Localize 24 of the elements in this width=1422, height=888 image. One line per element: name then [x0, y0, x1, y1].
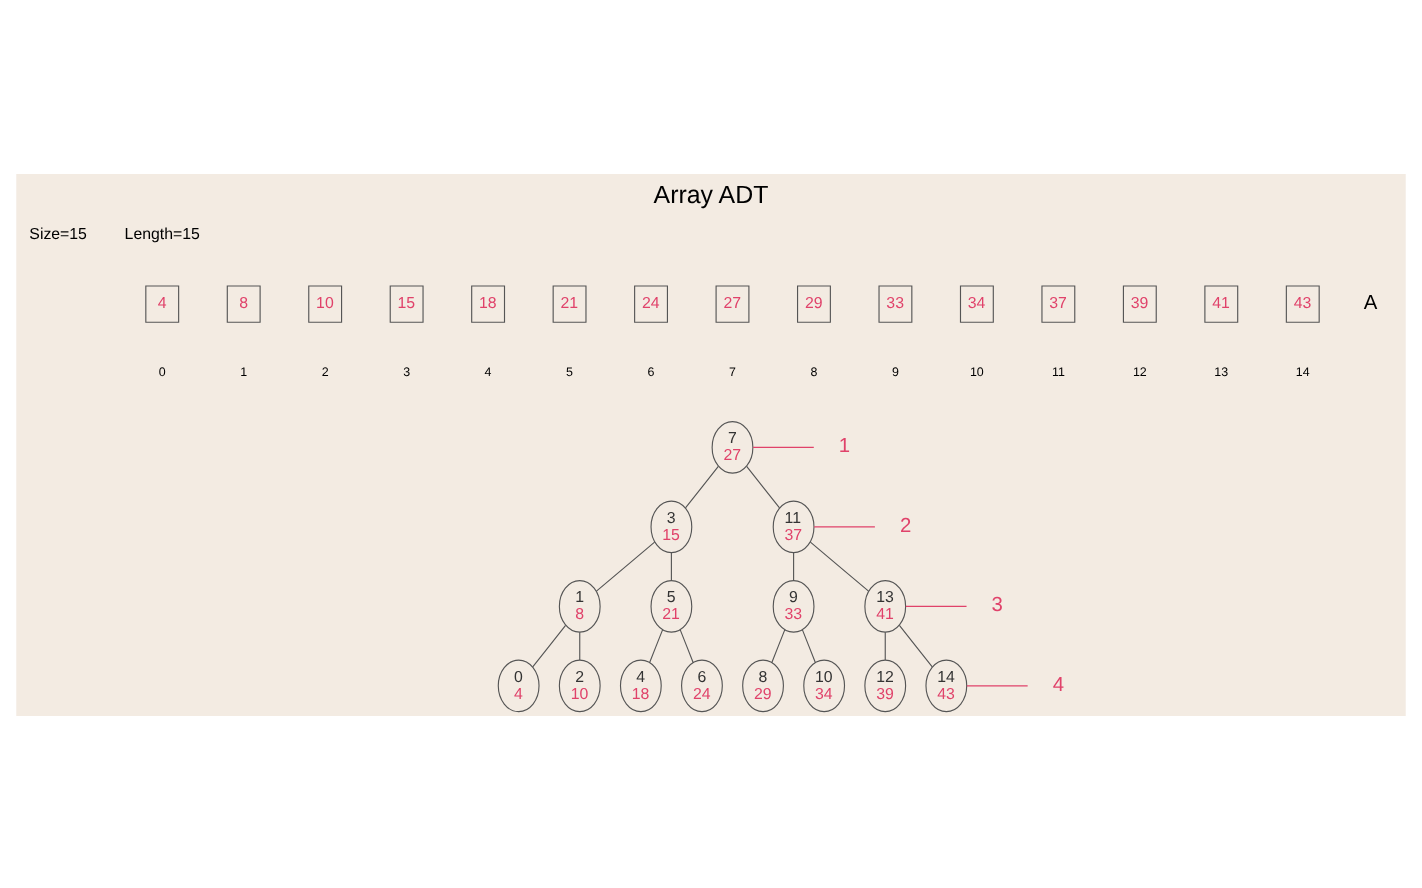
connector	[684, 464, 719, 508]
connector	[649, 628, 664, 663]
node-text: 1	[838, 435, 851, 458]
connector	[813, 525, 876, 527]
connector	[746, 464, 781, 508]
connector	[670, 551, 672, 580]
connector	[884, 630, 886, 660]
node-text: 4	[1052, 673, 1065, 696]
label: A	[1363, 292, 1378, 315]
connector	[898, 623, 933, 667]
diagram-title: Array ADT	[653, 179, 769, 208]
connector	[771, 628, 786, 663]
connector	[579, 630, 581, 660]
connector	[595, 540, 656, 591]
connector	[752, 445, 815, 447]
node-text: 2	[899, 514, 912, 537]
connector	[793, 551, 795, 580]
connector	[905, 604, 968, 606]
node-text: 3	[991, 594, 1003, 617]
connector	[532, 623, 567, 667]
connector	[801, 628, 816, 663]
connector	[966, 684, 1029, 686]
connector	[809, 540, 870, 591]
connector	[679, 628, 694, 663]
